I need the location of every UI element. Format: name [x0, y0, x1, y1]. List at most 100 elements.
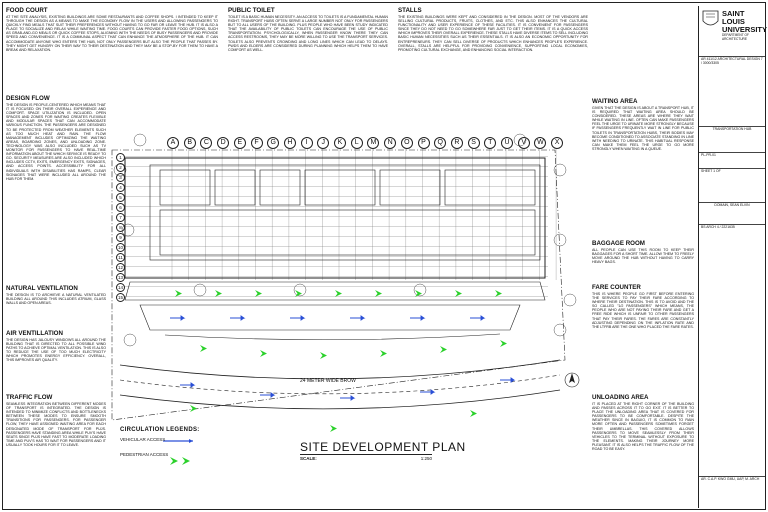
food-court-block: FOOD COURT AT THE SITE ANALYSIS, EXISTIN… — [6, 7, 218, 87]
baggage-room-body: ALL PEOPLE CAN USE THIS ROOM TO KEEP THE… — [592, 248, 694, 265]
fare-counter-title: FARE COUNTER — [592, 284, 641, 291]
air-ventilation-block: AIR VENTILLATION THE DESIGN HAS JALOUSY … — [6, 330, 106, 392]
food-court-title: FOOD COURT — [6, 7, 48, 14]
grid-col-n: N — [384, 137, 397, 149]
grid-row-3: 3 — [116, 173, 125, 182]
sheet-code-row: PL-PR-01 — [699, 152, 765, 168]
vehicular-arrow-icon — [350, 315, 366, 321]
seal-slot — [702, 10, 718, 28]
public-toilet-body: TOILET IS A BASIC HUMAN NECESSITY. AN AC… — [228, 15, 388, 52]
legend-vehicular-label: VEHICULAR ACCESS — [120, 437, 166, 442]
natural-ventilation-block: NATURAL VENTILATION THE DESIGN IS TO ARC… — [6, 285, 106, 327]
vehicular-arrow-icon — [230, 315, 246, 321]
room-stalls-west — [214, 169, 256, 206]
circulation-legend: CIRCULATION LEGENDS: VEHICULAR ACCESS PE… — [120, 427, 200, 457]
grid-col-d: D — [217, 137, 230, 149]
room-baggage — [379, 169, 441, 206]
vehicular-arrow-icon — [420, 389, 436, 395]
grid-row-4: 4 — [116, 183, 125, 192]
traffic-flow-title: TRAFFIC FLOW — [6, 394, 53, 401]
tree-icon — [413, 283, 427, 297]
unloading-area-title: UNLOADING AREA — [592, 394, 649, 401]
pedestrian-arrow-icon — [260, 350, 267, 357]
pedestrian-arrow-icon — [295, 290, 302, 297]
waiting-area-block: WAITING AREA GIVEN THAT THE DESIGN IS AB… — [592, 98, 694, 238]
air-ventilation-title: AIR VENTILLATION — [6, 330, 63, 337]
tree-icon — [123, 333, 137, 347]
road-centerline — [119, 374, 561, 395]
north-arrow-icon — [564, 372, 580, 388]
legend-title: CIRCULATION LEGENDS: — [120, 427, 200, 433]
sheet-no-row: SHEET 1 OF — [699, 168, 765, 184]
grid-col-x: X — [551, 137, 564, 149]
department-line2: ARCHITECTURE — [722, 36, 747, 41]
tree-icon — [553, 323, 567, 337]
tree-icon — [553, 233, 567, 247]
grid-row-11: 11 — [116, 253, 125, 262]
section-row: BS ARCH 4 / 2221635 — [699, 224, 765, 238]
grid-col-e: E — [233, 137, 246, 149]
vehicular-arrow-icon — [180, 382, 196, 388]
site-boundary — [111, 149, 566, 421]
scale-value: 1:250 — [420, 456, 432, 461]
grid-col-b: B — [183, 137, 196, 149]
design-flow-body: THE DESIGN IS PEOPLE-CENTERED WHICH MEAN… — [6, 103, 106, 181]
grid-col-h: H — [283, 137, 296, 149]
pedestrian-arrow-icon — [255, 290, 262, 297]
title-block: AR 411/12 ARCHITECTURAL DESIGN 7 / 3000/… — [698, 6, 765, 508]
road-edge-north — [119, 359, 561, 380]
unloading-area-body: IT IS PLACED AT THE RIGHT CORNER OF THE … — [592, 402, 694, 452]
pedestrian-arrow-icon — [335, 290, 342, 297]
pedestrian-arrow-icon — [375, 290, 382, 297]
natural-ventilation-body: THE DESIGN IS TO ARCHIEVE A NATURAL VENT… — [6, 293, 106, 306]
tree-icon — [293, 283, 307, 297]
room-food-court — [259, 169, 301, 206]
grid-col-v: V — [517, 137, 530, 149]
grid-row-10: 10 — [116, 243, 125, 252]
tree-icon — [563, 293, 577, 307]
pedestrian-arrow-icon — [415, 290, 422, 297]
traffic-flow-block: TRAFFIC FLOW SEAMLESS INTEGRATION BETWEE… — [6, 394, 106, 506]
roof-outline — [149, 164, 541, 261]
design-flow-block: DESIGN FLOW THE DESIGN IS PEOPLE-CENTERE… — [6, 95, 106, 283]
pedestrian-arrow-icon — [495, 290, 502, 297]
vehicular-arrow-icon — [290, 315, 306, 321]
pedestrian-arrow-icon — [470, 410, 477, 417]
vehicular-access-arrows — [170, 315, 516, 401]
grid-col-s: S — [467, 137, 480, 149]
grid-col-p: P — [417, 137, 430, 149]
stalls-title: STALLS — [398, 7, 422, 14]
legend-pedestrian-sample — [170, 457, 190, 465]
traffic-flow-body: SEAMLESS INTEGRATION BETWEEN DIFFERENT M… — [6, 402, 106, 447]
tree-icon — [133, 133, 147, 147]
vehicular-arrow-icon — [260, 392, 276, 398]
pedestrian-arrow-icon — [380, 350, 387, 357]
grid-row-15: 15 — [116, 293, 125, 302]
university-seal — [702, 10, 719, 26]
pedestrian-arrow-icon — [175, 290, 182, 297]
grid-row-12: 12 — [116, 263, 125, 272]
baggage-room-block: BAGGAGE ROOM ALL PEOPLE CAN USE THIS ROO… — [592, 240, 694, 282]
university-line1: SAINT LOUIS — [722, 9, 745, 26]
plan-title: SITE DEVELOPMENT PLAN — [300, 440, 466, 454]
vehicular-arrow-icon — [170, 315, 186, 321]
waiting-area-title: WAITING AREA — [592, 98, 638, 105]
vehicular-arrow-icon — [500, 377, 516, 383]
air-ventilation-body: THE DESIGN HAS JALOUSY WINDOWS ALL AROUN… — [6, 338, 106, 363]
curb-line — [164, 333, 501, 341]
room-stalls-east — [444, 169, 536, 206]
legend-vehicular-sample — [163, 439, 193, 443]
road-edge-south — [119, 389, 561, 410]
waiting-area-body: GIVEN THAT THE DESIGN IS ABOUT A TRANSPO… — [592, 106, 694, 151]
public-toilet-block: PUBLIC TOILET TOILET IS A BASIC HUMAN NE… — [228, 7, 388, 87]
grid-row-5: 5 — [116, 193, 125, 202]
pedestrian-access-arrows — [175, 290, 507, 432]
scale-label: SCALE: — [300, 456, 317, 461]
pedestrian-arrow-icon — [440, 346, 447, 353]
plan-linework — [111, 133, 577, 421]
project-row: TRANSPORTATION HUB — [699, 126, 765, 140]
university-line2: UNIVERSITY — [722, 25, 768, 34]
student-row: DOMAIN, SEAN ELVIN — [699, 202, 765, 216]
